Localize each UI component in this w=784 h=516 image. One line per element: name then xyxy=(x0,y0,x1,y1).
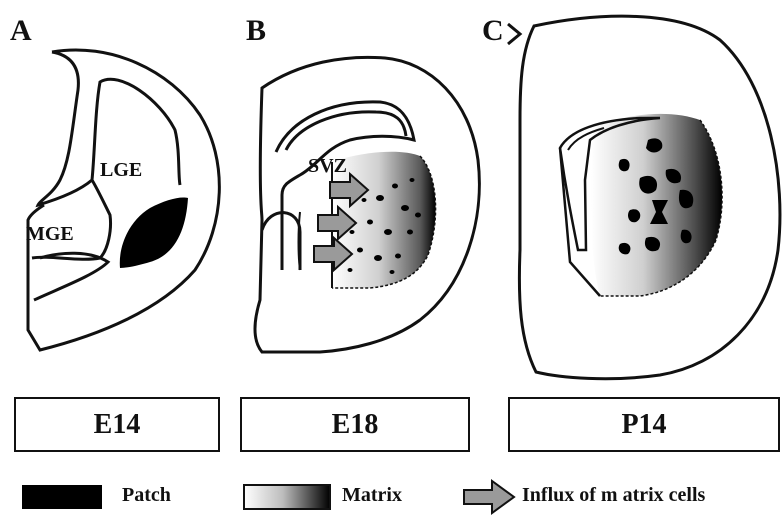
panel-a-region-lge: LGE xyxy=(100,159,142,181)
legend-matrix-swatch xyxy=(244,485,330,509)
stage-label-p14: P14 xyxy=(621,409,666,441)
panel-c-letter: C xyxy=(482,14,504,47)
panel-b-ventricle-inner xyxy=(286,112,406,150)
panel-a-region-mge: MGE xyxy=(26,223,74,245)
panel-a-lower-contour xyxy=(34,253,108,300)
stage-label-e18: E18 xyxy=(332,409,379,441)
panel-b-region-svz: SVZ xyxy=(308,155,347,177)
panel-a: A LGE MGE xyxy=(10,14,219,350)
panel-c: C xyxy=(482,14,780,379)
stage-box-e18: E18 xyxy=(240,397,470,452)
legend xyxy=(22,481,514,513)
legend-patch-swatch xyxy=(22,485,102,509)
stage-box-e14: E14 xyxy=(14,397,220,452)
legend-patch-label: Patch xyxy=(122,484,171,507)
panel-a-letter: A xyxy=(10,14,32,47)
stage-label-e14: E14 xyxy=(94,409,141,441)
legend-matrix-label: Matrix xyxy=(342,484,402,507)
legend-arrow-swatch xyxy=(464,481,514,513)
panel-b: B xyxy=(246,14,479,352)
stage-box-p14: P14 xyxy=(508,397,780,452)
panel-a-patch xyxy=(120,197,188,268)
panel-c-chevron xyxy=(508,24,520,44)
legend-influx-label: Influx of m atrix cells xyxy=(522,484,705,507)
panel-b-letter: B xyxy=(246,14,266,47)
